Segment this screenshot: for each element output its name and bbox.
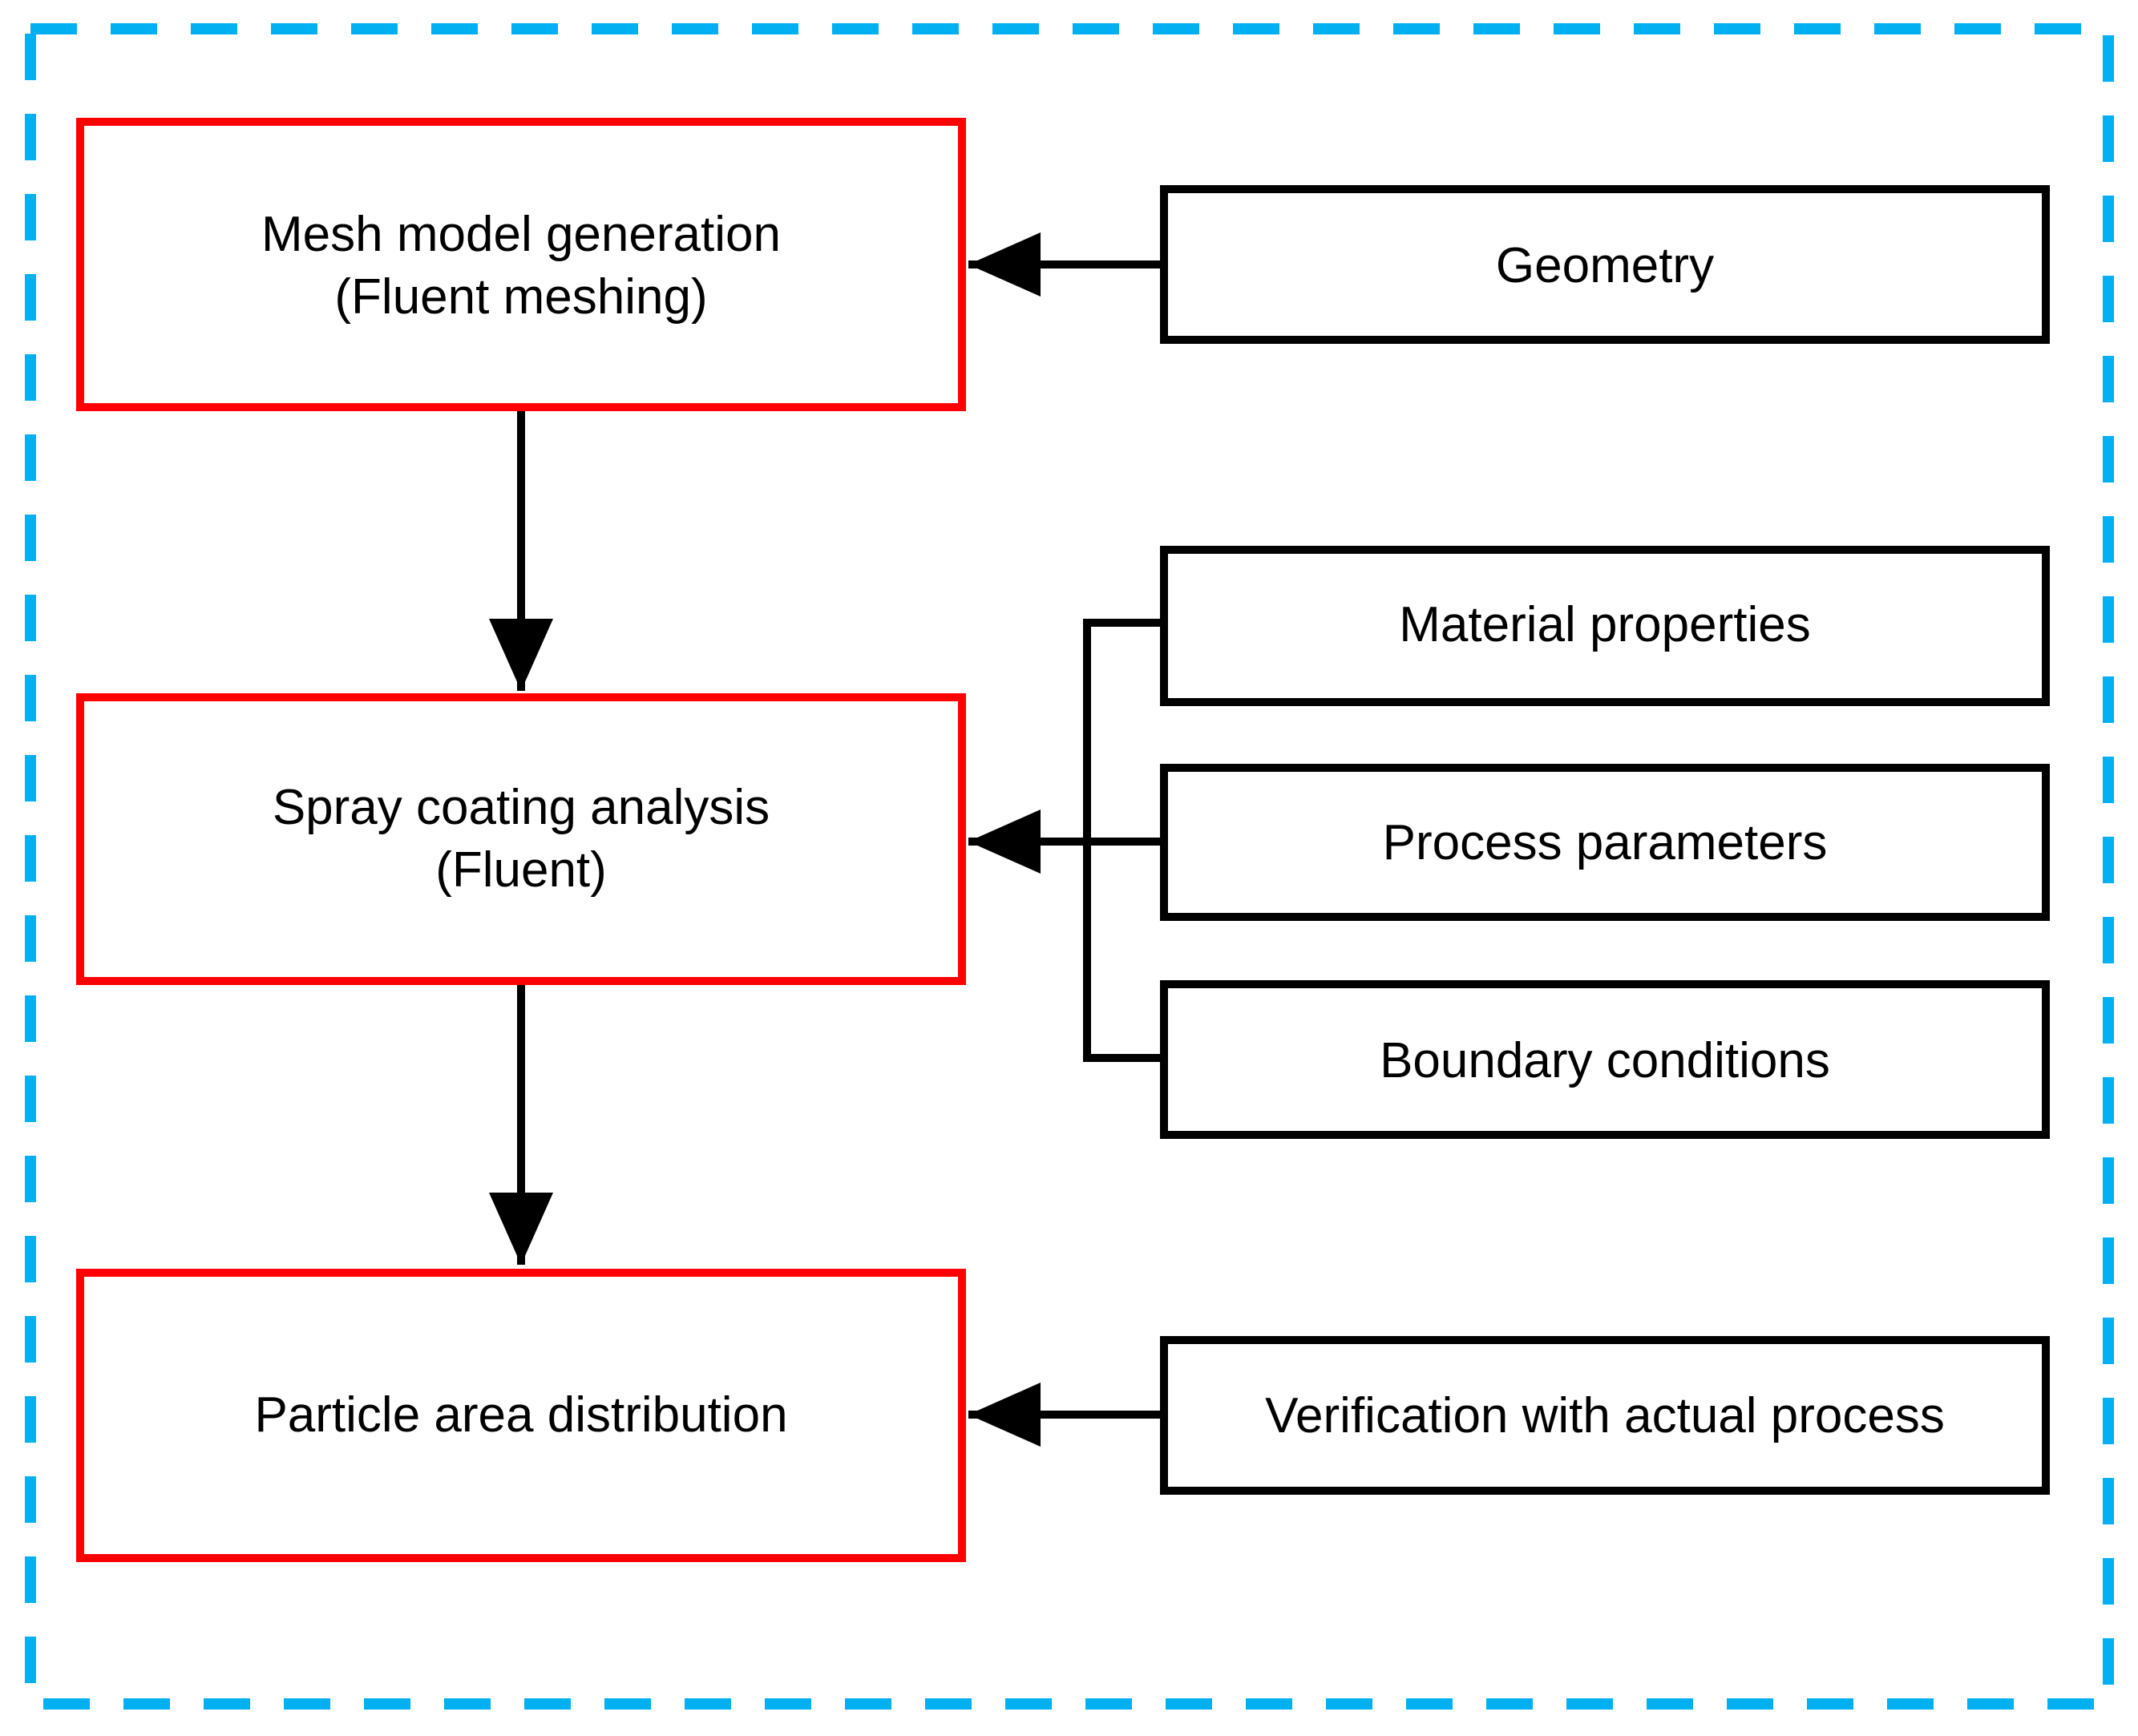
input-material-label: Material properties xyxy=(1399,597,1810,652)
step-spray-line1: Spray coating analysis xyxy=(273,780,770,835)
step-box xyxy=(76,118,966,411)
step-mesh-line2: (Fluent meshing) xyxy=(334,269,707,325)
step-box xyxy=(76,1269,966,1562)
input-boundary-conditions: Boundary conditions xyxy=(1160,980,2050,1139)
process-steps: Mesh model generation (Fluent meshing) S… xyxy=(76,118,966,1562)
input-box xyxy=(1160,764,2050,921)
step-particle-area-distribution: Particle area distribution xyxy=(76,1269,966,1562)
input-geometry: Geometry xyxy=(1160,185,2050,344)
input-geometry-label: Geometry xyxy=(1496,238,1714,293)
input-box xyxy=(1160,185,2050,344)
step-spray-coating-analysis: Spray coating analysis (Fluent) xyxy=(76,693,966,985)
input-boxes: Geometry Material properties Process par… xyxy=(1160,185,2050,1495)
input-box xyxy=(1160,546,2050,706)
step-box xyxy=(76,693,966,985)
connectors xyxy=(489,232,1162,1447)
input-box xyxy=(1160,980,2050,1139)
input-verification: Verification with actual process xyxy=(1160,1336,2050,1495)
step-spray-line2: (Fluent) xyxy=(435,842,607,898)
step-particle-label: Particle area distribution xyxy=(254,1387,787,1443)
input-process-label: Process parameters xyxy=(1383,815,1828,870)
step-mesh-line1: Mesh model generation xyxy=(261,207,781,262)
input-verification-label: Verification with actual process xyxy=(1265,1388,1945,1443)
bracket-material-boundary xyxy=(1083,619,1162,1062)
input-process-parameters: Process parameters xyxy=(1160,764,2050,921)
input-boundary-label: Boundary conditions xyxy=(1380,1033,1830,1088)
input-material-properties: Material properties xyxy=(1160,546,2050,706)
outer-dashed-frame xyxy=(25,23,2114,1710)
input-box xyxy=(1160,1336,2050,1495)
step-mesh-model-generation: Mesh model generation (Fluent meshing) xyxy=(76,118,966,411)
